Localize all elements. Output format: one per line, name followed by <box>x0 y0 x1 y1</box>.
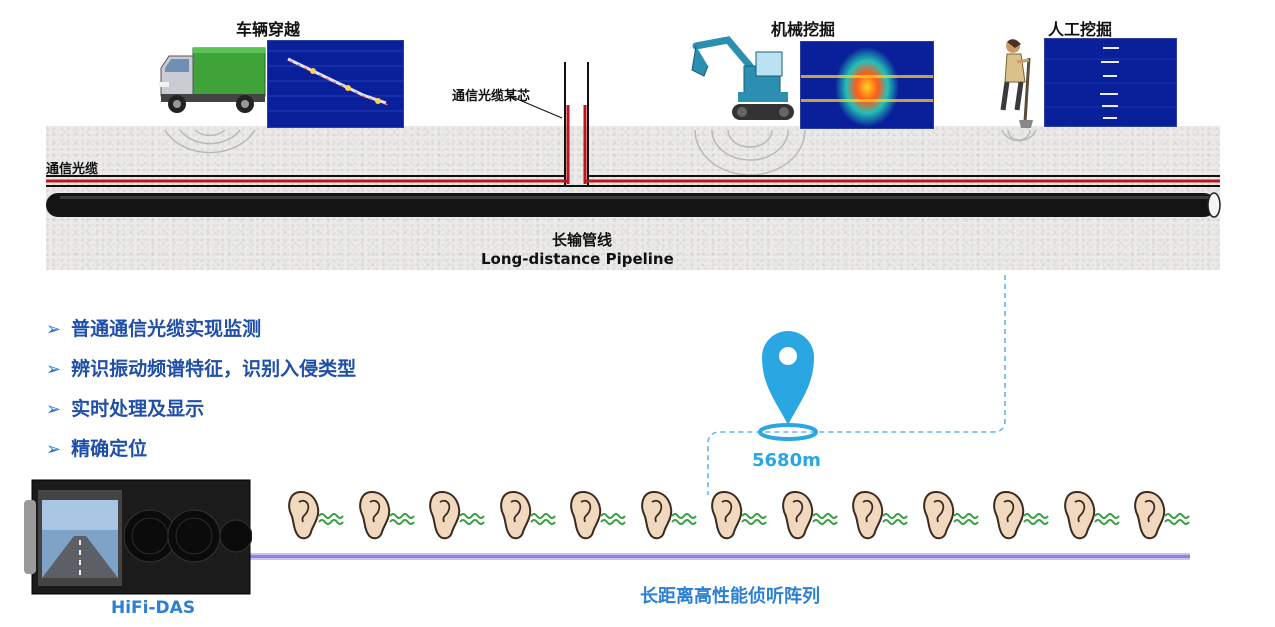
fiber-core-risers <box>564 62 589 186</box>
vehicle-vibration-arcs <box>164 129 256 154</box>
excavator-spectrogram-image <box>800 41 934 129</box>
ear-icon <box>993 490 1049 540</box>
ear-icon <box>782 490 838 540</box>
excavator-icon <box>691 36 794 120</box>
pipeline <box>46 192 1221 218</box>
array-line <box>250 553 1190 560</box>
arrow-icon: ➢ <box>46 359 62 380</box>
fiber-core-label: 通信光缆某芯 <box>452 89 531 104</box>
excavator-vibration-arcs <box>694 129 806 176</box>
ear-icon <box>429 490 485 540</box>
fiber-cable <box>46 175 1220 187</box>
ear-icon <box>641 490 697 540</box>
device-label: HiFi-DAS <box>111 598 196 618</box>
arrow-icon: ➢ <box>46 319 62 340</box>
arrow-icon: ➢ <box>46 399 62 420</box>
bullet-item: ➢精确定位 <box>46 438 148 460</box>
vehicle-spectrogram-image <box>267 40 404 128</box>
array-label: 长距离高性能侦听阵列 <box>640 586 820 607</box>
ear-icon <box>711 490 767 540</box>
bullet-item: ➢普通通信光缆实现监测 <box>46 318 262 340</box>
ear-icon <box>500 490 556 540</box>
vehicle-label: 车辆穿越 <box>236 20 301 39</box>
excavator-label: 机械挖掘 <box>771 20 836 39</box>
arrow-icon: ➢ <box>46 439 62 460</box>
das-device-icon <box>24 479 252 595</box>
locator-dashed-path <box>707 275 1006 495</box>
fiber-cable-label: 通信光缆 <box>46 162 99 177</box>
location-marker <box>758 331 818 441</box>
ear-icon <box>288 490 344 540</box>
distance-label: 5680m <box>752 450 821 471</box>
truck-icon <box>159 47 266 113</box>
ear-icon <box>852 490 908 540</box>
ear-icon <box>359 490 415 540</box>
pipeline-label-cn: 长输管线 <box>552 231 613 249</box>
bullet-item: ➢实时处理及显示 <box>46 398 205 420</box>
manual-digger-icon <box>1000 39 1033 128</box>
ear-icon <box>1064 490 1120 540</box>
ear-icon <box>923 490 979 540</box>
manual-spectrogram-image <box>1044 38 1177 127</box>
manual-vibration-arcs <box>1001 129 1037 142</box>
bullet-item: ➢辨识振动频谱特征，识别入侵类型 <box>46 358 357 380</box>
manual-dig-label: 人工挖掘 <box>1048 20 1113 39</box>
ear-icon <box>1134 490 1190 540</box>
pipeline-label-en: Long-distance Pipeline <box>481 250 674 268</box>
fiber-core-leader <box>509 95 563 119</box>
ear-icon <box>570 490 626 540</box>
